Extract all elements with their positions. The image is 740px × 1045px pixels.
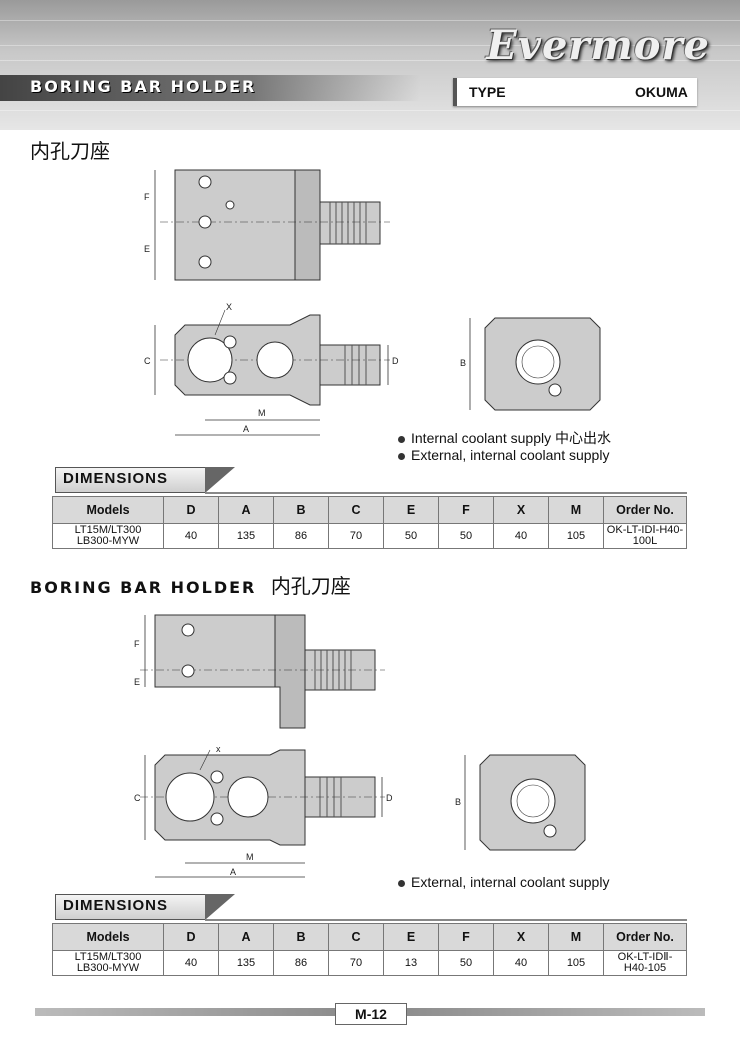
col-m: M [548,496,604,524]
section2-dimensions-tab: DIMENSIONS [55,894,255,920]
col-models: Models [52,496,164,524]
section2-dimensions-table: Models D A B C E F X M Order No. LT15M/L… [52,923,687,976]
title-bar [0,75,420,101]
page-title: BORING BAR HOLDER [30,77,257,96]
section2-bullet-1: External, internal coolant supply [398,874,609,890]
brand-logo: Evermore [486,22,710,69]
col-a: A [218,923,274,951]
col-order-no: Order No. [603,496,687,524]
label-e: E [134,677,140,687]
page-number: M-12 [335,1003,407,1025]
col-d: D [163,923,219,951]
section1-dimensions-label: DIMENSIONS [63,470,169,487]
label-x: X [226,302,232,312]
col-x: X [493,923,549,951]
label-m: M [246,852,254,862]
label-b: B [455,797,461,807]
col-f: F [438,496,494,524]
label-d: D [386,793,393,803]
type-box: TYPE OKUMA [453,78,697,106]
section2-heading-cjk: 内孔刀座 [270,576,351,598]
col-a: A [218,496,274,524]
col-b: B [273,923,329,951]
type-label: TYPE [469,84,506,100]
label-x: x [216,744,221,754]
section2-dimensions-label: DIMENSIONS [63,897,169,914]
section1-bullet-1: Internal coolant supply 中心出水 [398,428,611,448]
col-models: Models [52,923,164,951]
section1-dimensions-table: Models D A B C E F X M Order No. LT15M/L… [52,496,687,549]
col-e: E [383,496,439,524]
label-f: F [144,192,150,202]
label-c: C [144,356,151,366]
page-header: Evermore BORING BAR HOLDER TYPE OKUMA [0,0,740,130]
col-c: C [328,496,384,524]
col-b: B [273,496,329,524]
section2-heading-en: BORING BAR HOLDER [30,578,257,597]
section1-cjk-title: 内孔刀座 [30,141,110,163]
col-f: F [438,923,494,951]
col-m: M [548,923,604,951]
label-b: B [460,358,466,368]
col-e: E [383,923,439,951]
label-f: F [134,639,140,649]
col-d: D [163,496,219,524]
label-d: D [392,356,399,366]
label-c: C [134,793,141,803]
section2-heading: BORING BAR HOLDER 内孔刀座 [30,570,351,599]
type-value: OKUMA [635,84,688,100]
col-x: X [493,496,549,524]
label-a: A [243,424,249,434]
col-order-no: Order No. [603,923,687,951]
label-a: A [230,867,236,877]
section2-drawing: F E x C D M A B [134,614,586,878]
section1-bullet-2: External, internal coolant supply [398,447,609,463]
section1-drawing: F E X C D M A B [144,169,601,436]
section1-dimensions-tab: DIMENSIONS [55,467,255,493]
col-c: C [328,923,384,951]
label-e: E [144,244,150,254]
label-m: M [258,408,266,418]
